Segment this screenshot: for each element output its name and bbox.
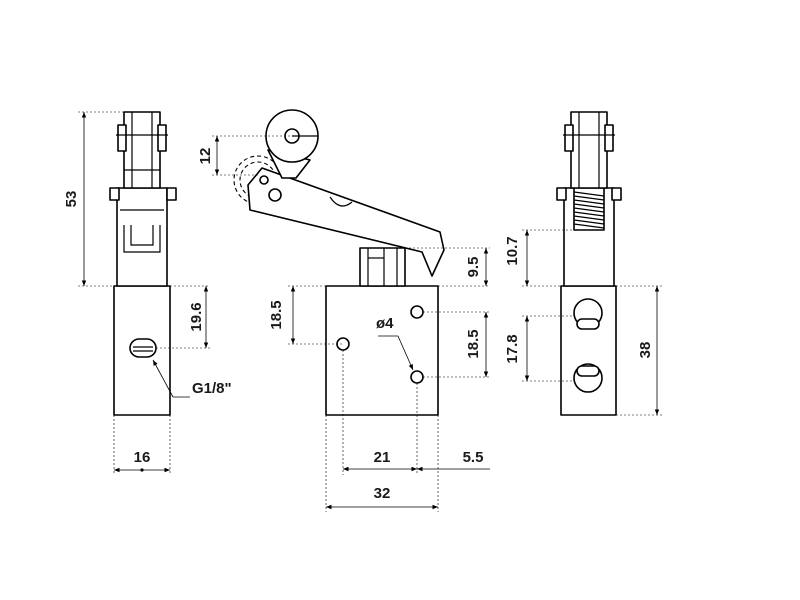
left-port-thread bbox=[129, 338, 157, 358]
left-side-view: 53 19.6 G1/8" 16 bbox=[63, 111, 232, 475]
dim-10-7-label: 10.7 bbox=[504, 236, 521, 265]
dim-18-5-right-label: 18.5 bbox=[465, 329, 482, 358]
left-roller-fork bbox=[116, 111, 168, 189]
right-port-upper bbox=[573, 298, 603, 330]
dim-17-8-label: 17.8 bbox=[504, 334, 521, 363]
dim-53-label: 53 bbox=[63, 191, 80, 208]
spring bbox=[573, 191, 605, 229]
dim-5-5-label: 5.5 bbox=[463, 449, 484, 466]
roller-lever bbox=[247, 167, 445, 277]
mounting-hole bbox=[336, 337, 350, 351]
right-port-lower bbox=[573, 363, 603, 393]
dim-19-6-label: 19.6 bbox=[188, 302, 205, 331]
roller bbox=[265, 109, 319, 179]
center-front-view: 12 18.5 ø4 9.5 18.5 21 5.5 32 bbox=[197, 109, 490, 512]
thread-label: G1/8" bbox=[192, 380, 232, 397]
dim-12-label: 12 bbox=[197, 148, 214, 165]
dim-38-label: 38 bbox=[637, 342, 654, 359]
right-end-view: 10.7 17.8 38 bbox=[504, 111, 662, 416]
right-roller-fork bbox=[563, 111, 615, 189]
dim-16-label: 16 bbox=[134, 449, 151, 466]
dim-21-label: 21 bbox=[374, 449, 391, 466]
dim-18-5-left-label: 18.5 bbox=[268, 300, 285, 329]
right-actuator-housing bbox=[556, 187, 622, 287]
dim-32-label: 32 bbox=[374, 485, 391, 502]
mounting-hole bbox=[410, 305, 424, 319]
dim-9-5-label: 9.5 bbox=[465, 257, 482, 278]
hole-diameter-label: ø4 bbox=[376, 315, 394, 332]
plunger bbox=[359, 247, 406, 287]
left-actuator-housing bbox=[109, 187, 177, 287]
mounting-hole bbox=[410, 370, 424, 384]
